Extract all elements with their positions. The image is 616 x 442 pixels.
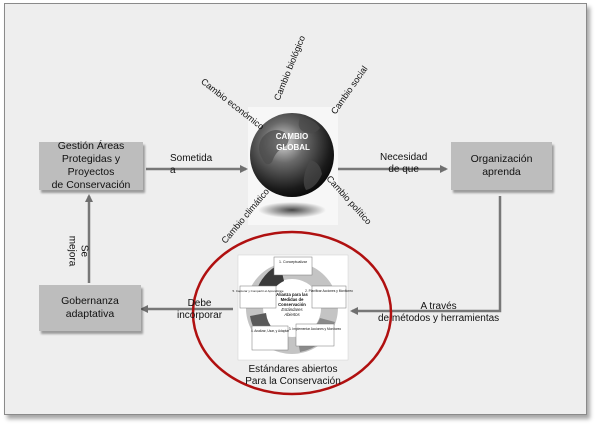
- cycle-step-2: 2. Planificar Acciones y Monitoreo: [305, 289, 353, 293]
- label-a-traves-1: A través: [420, 301, 457, 312]
- cycle-step-1: 1. Conceptualizar: [279, 260, 308, 264]
- globe-label-2: GLOBAL: [276, 143, 310, 152]
- label-debe-2: incorporar: [177, 310, 223, 321]
- globe-shadow: [258, 202, 326, 218]
- arrow-a-traves: [350, 196, 502, 315]
- cycle-step-box-1: [273, 256, 313, 276]
- globe-label-1: CAMBIO: [276, 132, 308, 141]
- label-sometida: Sometida a: [170, 153, 212, 177]
- cycle-step-5: 5. Capturar y Compartir el Aprendizaje: [232, 289, 283, 293]
- globe-continents: [259, 118, 322, 190]
- caption-line-2: Para la Conservación: [245, 376, 341, 387]
- cycle-step-box-2: [311, 285, 347, 309]
- label-necesidad-1: Necesidad: [380, 152, 428, 163]
- cycle-step-box-3: [295, 323, 335, 347]
- cycle-step-box-4: [251, 325, 289, 351]
- label-se-mejora-1: Se: [78, 244, 90, 258]
- caption-line-1: Estándares abiertos: [248, 364, 338, 375]
- box-gobernanza-line-1: Gobernanza: [61, 295, 119, 307]
- label-sometida-2: a: [170, 165, 176, 176]
- cycle-center-2: Medidas de: [281, 297, 304, 302]
- box-gestion-line-3: de Conservación: [51, 179, 131, 191]
- box-gestion-line-2: Protegidas y Proyectos: [61, 153, 121, 178]
- cycle-step-3: 3. Implementar Acciones y Monitoreo: [289, 327, 342, 331]
- caption-estandares: Estándares abiertos Para la Conservación: [245, 364, 341, 388]
- cycle-step-4: 4. Analizar, Usar, y Adaptar: [251, 329, 290, 333]
- cycle-center-4: Estándares: [281, 307, 303, 312]
- cycle-center-1: Alianza para las: [276, 292, 308, 297]
- cycle-center-3: Conservación: [278, 302, 306, 307]
- label-sometida-1: Sometida: [170, 153, 213, 164]
- label-a-traves-2: de métodos y herramientas: [378, 313, 500, 324]
- label-debe: Debe incorporar: [177, 298, 222, 322]
- box-gobernanza: Gobernanza adaptativa: [39, 285, 141, 331]
- label-se-mejora-2: mejora: [66, 235, 78, 267]
- cycle-center-5: Abiertos: [283, 312, 300, 317]
- cycle-step-box-5: [239, 285, 277, 309]
- box-organizacion: Organización aprenda: [451, 142, 552, 190]
- label-necesidad-2: de que: [388, 164, 419, 175]
- highlight-ellipse: [191, 230, 393, 396]
- label-a-traves: A través de métodos y herramientas: [378, 301, 499, 325]
- box-gobernanza-line-2: adaptativa: [65, 308, 115, 320]
- box-gestion-line-1: Gestión Áreas: [57, 140, 125, 152]
- label-necesidad: Necesidad de que: [380, 152, 427, 176]
- label-debe-1: Debe: [187, 298, 212, 309]
- box-organizacion-label: Organización aprenda: [470, 153, 533, 178]
- box-gestion-areas: Gestión Áreas Protegidas y Proyectos de …: [39, 140, 143, 191]
- label-se-mejora: Se mejora: [65, 236, 89, 267]
